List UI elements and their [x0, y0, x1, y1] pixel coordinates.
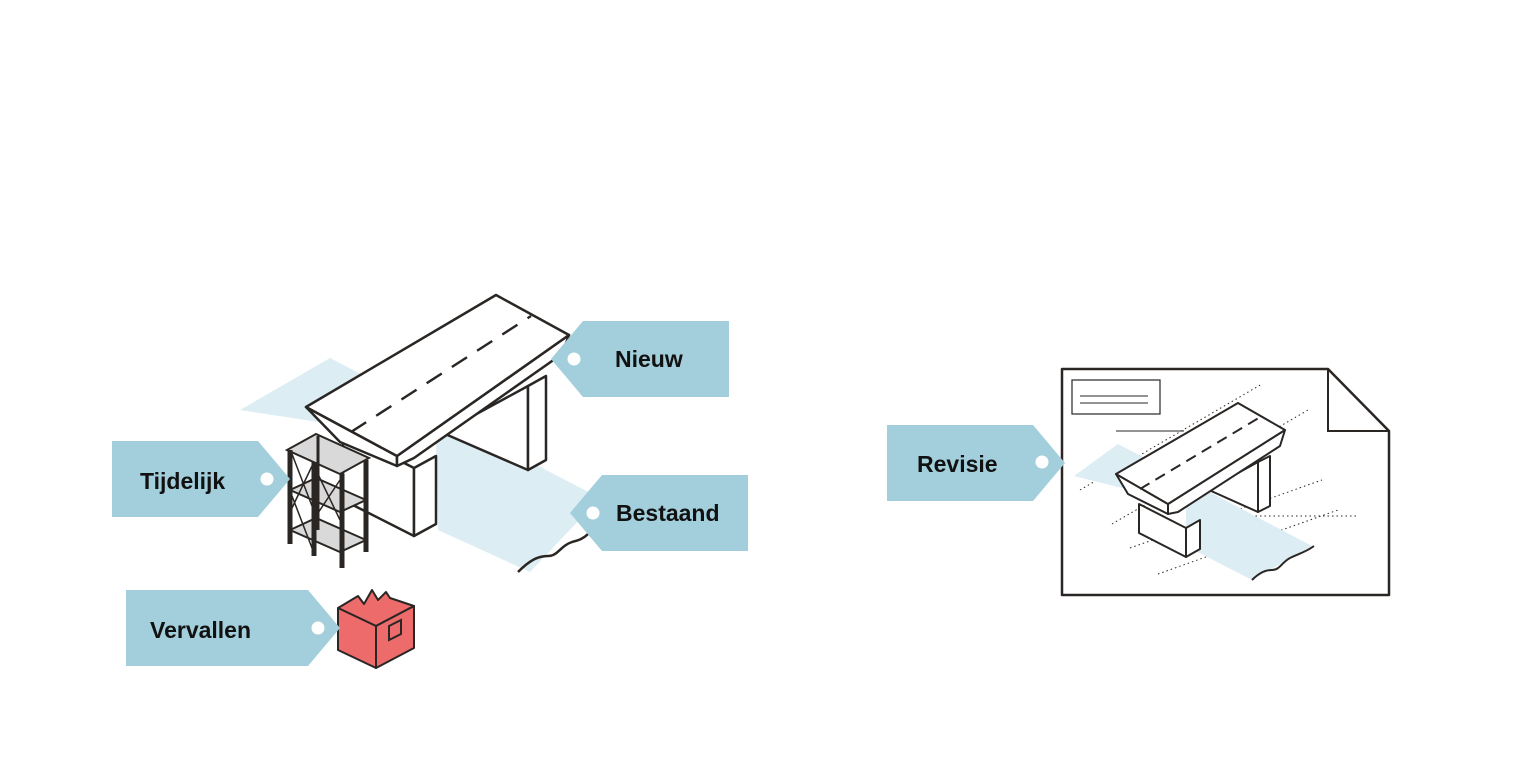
scaffold-brace	[291, 465, 313, 509]
demolished-block	[337, 589, 415, 669]
tag-nieuw: Nieuw	[551, 321, 729, 397]
scaffold-bottom	[287, 516, 369, 554]
mini-pier-side	[1185, 519, 1201, 558]
revision-document	[1060, 367, 1391, 597]
tag-hole	[260, 472, 274, 486]
document-fold	[1327, 369, 1389, 432]
tag-revisie: Revisie	[887, 425, 1065, 501]
tag-hole	[311, 621, 325, 635]
tag-revisie-label: Revisie	[917, 451, 998, 477]
existing-ground-wave	[517, 533, 589, 573]
cube-window	[388, 618, 402, 642]
tag-tijdelijk-label: Tijdelijk	[140, 468, 225, 494]
tag-vervallen: Vervallen	[126, 590, 340, 666]
scaffold	[284, 432, 372, 568]
scaffold-top	[284, 432, 372, 476]
mini-ground-wave	[1251, 545, 1315, 581]
tag-vervallen-label: Vervallen	[150, 617, 251, 643]
scaffold-brace	[315, 479, 341, 517]
scaffold-brace	[315, 469, 341, 521]
deck-centerline	[350, 314, 532, 434]
tag-bestaand: Bestaand	[570, 475, 748, 551]
tag-tijdelijk: Tijdelijk	[112, 441, 290, 517]
scaffold-brace	[291, 453, 313, 507]
tag-hole	[1035, 455, 1049, 469]
pier-back-leg-side	[526, 374, 548, 472]
tag-hole	[586, 506, 600, 520]
tag-nieuw-label: Nieuw	[615, 346, 683, 372]
scaffold-brace	[291, 495, 313, 549]
title-block	[1071, 379, 1161, 415]
mini-back-leg-side	[1257, 455, 1271, 513]
pier-side	[412, 454, 438, 538]
tag-bestaand-label: Bestaand	[616, 500, 720, 526]
tag-hole	[567, 352, 581, 366]
mini-centerline	[1139, 415, 1263, 490]
bridge-group	[240, 293, 600, 573]
